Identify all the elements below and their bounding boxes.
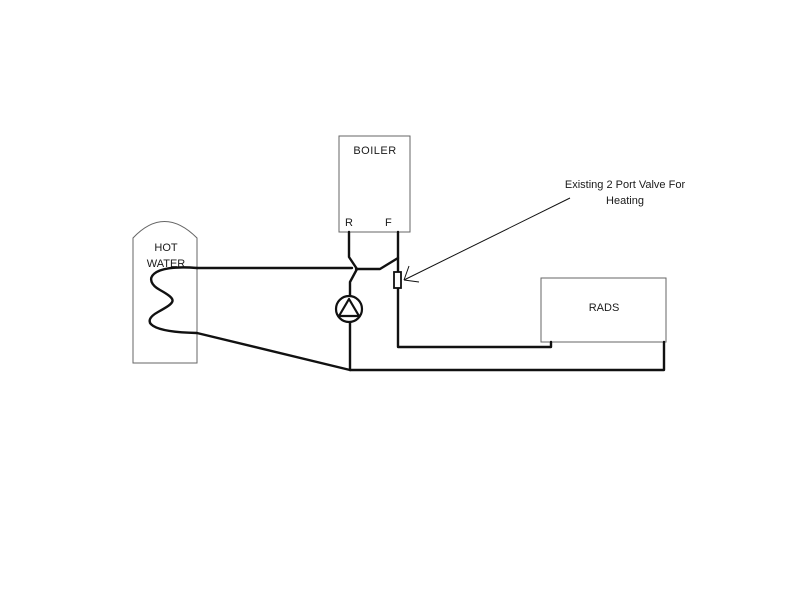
hot-water-label: HOT WATER — [140, 240, 192, 272]
rads-box — [540, 277, 667, 343]
valve-annotation-line1: Existing 2 Port Valve For — [564, 179, 686, 191]
cylinder-return-pipe — [195, 331, 352, 372]
pump-icon — [334, 294, 364, 324]
flow-pipe — [354, 230, 400, 271]
boiler-box — [338, 135, 411, 233]
hot-water-label-line2: WATER — [146, 258, 186, 270]
rads-label: RADS — [588, 302, 620, 314]
flow-label: F — [385, 217, 392, 229]
hot-water-label-line1: HOT — [154, 242, 178, 254]
boiler-label: BOILER — [353, 145, 397, 157]
valve-annotation: Existing 2 Port Valve For Heating — [560, 177, 690, 209]
two-port-valve-icon — [393, 271, 402, 289]
cylinder-coil — [148, 266, 199, 335]
return-label: R — [345, 217, 353, 229]
hot-water-cylinder — [132, 221, 198, 364]
common-return-pipe — [348, 340, 666, 372]
return-pipe — [347, 230, 359, 298]
valve-annotation-line2: Heating — [606, 195, 644, 207]
flow-to-rads-pipe — [396, 256, 553, 349]
valve-arrow-icon — [403, 197, 571, 283]
